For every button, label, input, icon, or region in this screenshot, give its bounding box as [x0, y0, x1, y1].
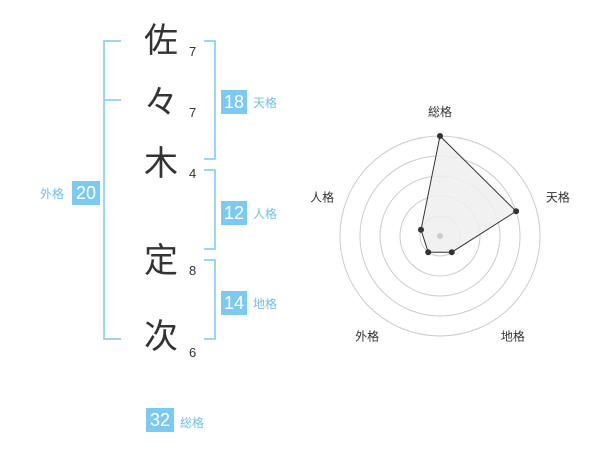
- chikaku-value: 14: [221, 291, 247, 315]
- jinkaku-value: 12: [221, 201, 247, 225]
- radar-point-5: [418, 226, 424, 233]
- radar-point-2: [513, 208, 520, 215]
- radar-point-3: [448, 249, 455, 256]
- radar-axis-label-4: 外格: [355, 328, 379, 343]
- soukaku-value: 32: [146, 408, 174, 432]
- stroke-count-1: 7: [189, 44, 197, 59]
- gaikaku-value: 20: [72, 181, 100, 205]
- stroke-count-4: 8: [189, 263, 197, 278]
- tenkaku-value: 18: [221, 90, 247, 114]
- name-char-1: 佐: [144, 21, 178, 61]
- name-char-2: 々: [144, 83, 178, 123]
- radar-point-1: [437, 133, 443, 139]
- jinkaku-label: 人格: [253, 207, 278, 221]
- radar-series-area: [420, 134, 517, 253]
- stroke-count-5: 6: [189, 345, 197, 360]
- radar-axis-label-1: 総格: [428, 104, 452, 119]
- radar-axis-label-5: 人格: [310, 190, 334, 205]
- radar-axis-label-3: 地格: [501, 328, 525, 343]
- gaikaku-label: 外格: [40, 187, 65, 201]
- name-char-3: 木: [144, 144, 178, 184]
- radar-center-dot: [437, 233, 443, 239]
- tenkaku-label: 天格: [253, 96, 278, 110]
- stroke-count-3: 4: [189, 166, 197, 181]
- stroke-count-2: 7: [189, 105, 197, 120]
- chikaku-label: 地格: [253, 297, 278, 311]
- soukaku-label: 総格: [180, 416, 205, 430]
- radar-axis-label-2: 天格: [546, 190, 570, 205]
- name-char-5: 次: [144, 317, 178, 357]
- name-char-4: 定: [144, 241, 178, 281]
- radar-point-4: [425, 249, 432, 256]
